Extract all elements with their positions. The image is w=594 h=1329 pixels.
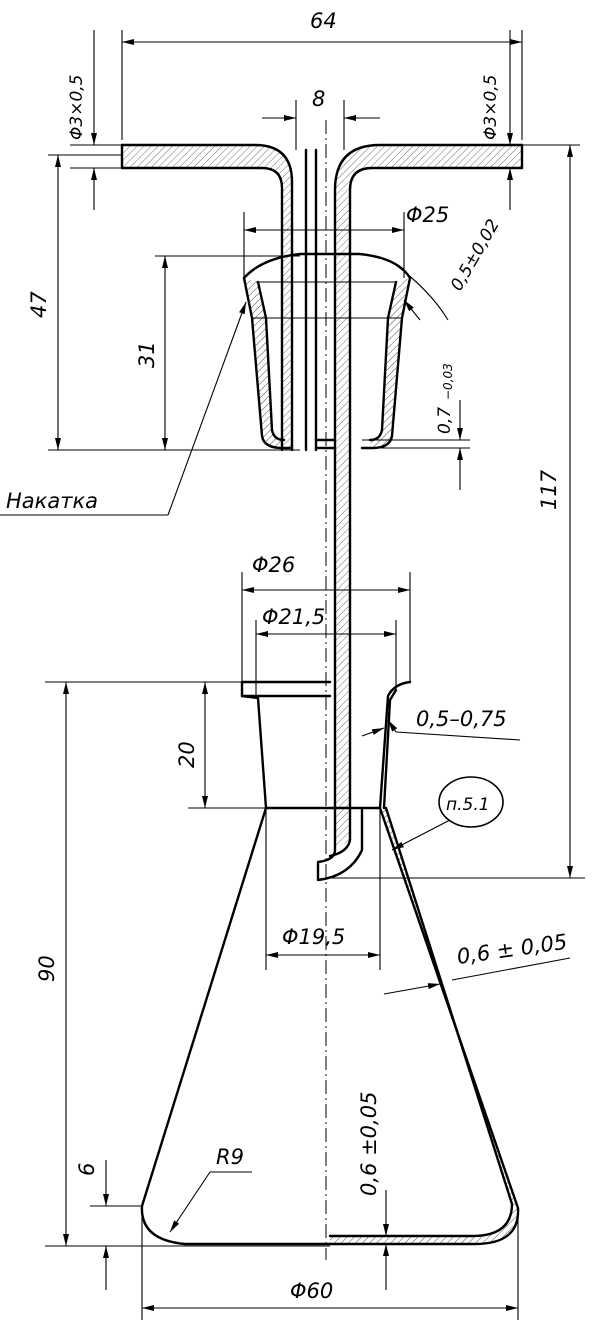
dim-6: 6 [75,1163,99,1176]
dim-neck-wall: 0,5–0,75 [416,707,507,731]
dim-90: 90 [35,955,59,982]
dim-47: 47 [27,291,51,318]
dim-19-5: Φ19,5 [282,925,345,949]
dim-25: Φ25 [406,203,449,227]
dim-21-5: Φ21,5 [262,605,325,629]
dim-26: Φ26 [252,553,295,577]
dim-8: 8 [312,87,325,111]
dim-20: 20 [175,741,199,768]
dimension-lines [0,30,585,1320]
callout-circle [438,776,504,828]
dimension-labels: 64 Φ3×0,5 Φ3×0,5 8 Φ25 0,5±0,02 47 31 0,… [6,9,569,1303]
stopper [242,252,412,450]
dim-64: 64 [310,9,337,33]
flask [140,680,520,1246]
dim-tube-left: Φ3×0,5 [67,75,87,140]
dim-flask-wall: 0,6 ± 0,05 [455,930,568,969]
dim-31: 31 [135,341,159,368]
dim-r9: R9 [216,1145,244,1169]
dim-bottom-tol: 0,7 [435,407,455,434]
dim-wall-tol: 0,5±0,02 [447,216,504,295]
tube-assembly [120,143,524,882]
dim-bottom-tol-sub: −0,03 [441,363,455,400]
dim-60: Φ60 [290,1279,333,1303]
dim-bottom-wall: 0,6 ±0,05 [357,1092,381,1196]
dim-tube-right: Φ3×0,5 [481,75,501,140]
note-callout: п.5.1 [446,795,490,815]
dim-117: 117 [537,469,561,510]
note-knurling: Накатка [6,489,98,513]
